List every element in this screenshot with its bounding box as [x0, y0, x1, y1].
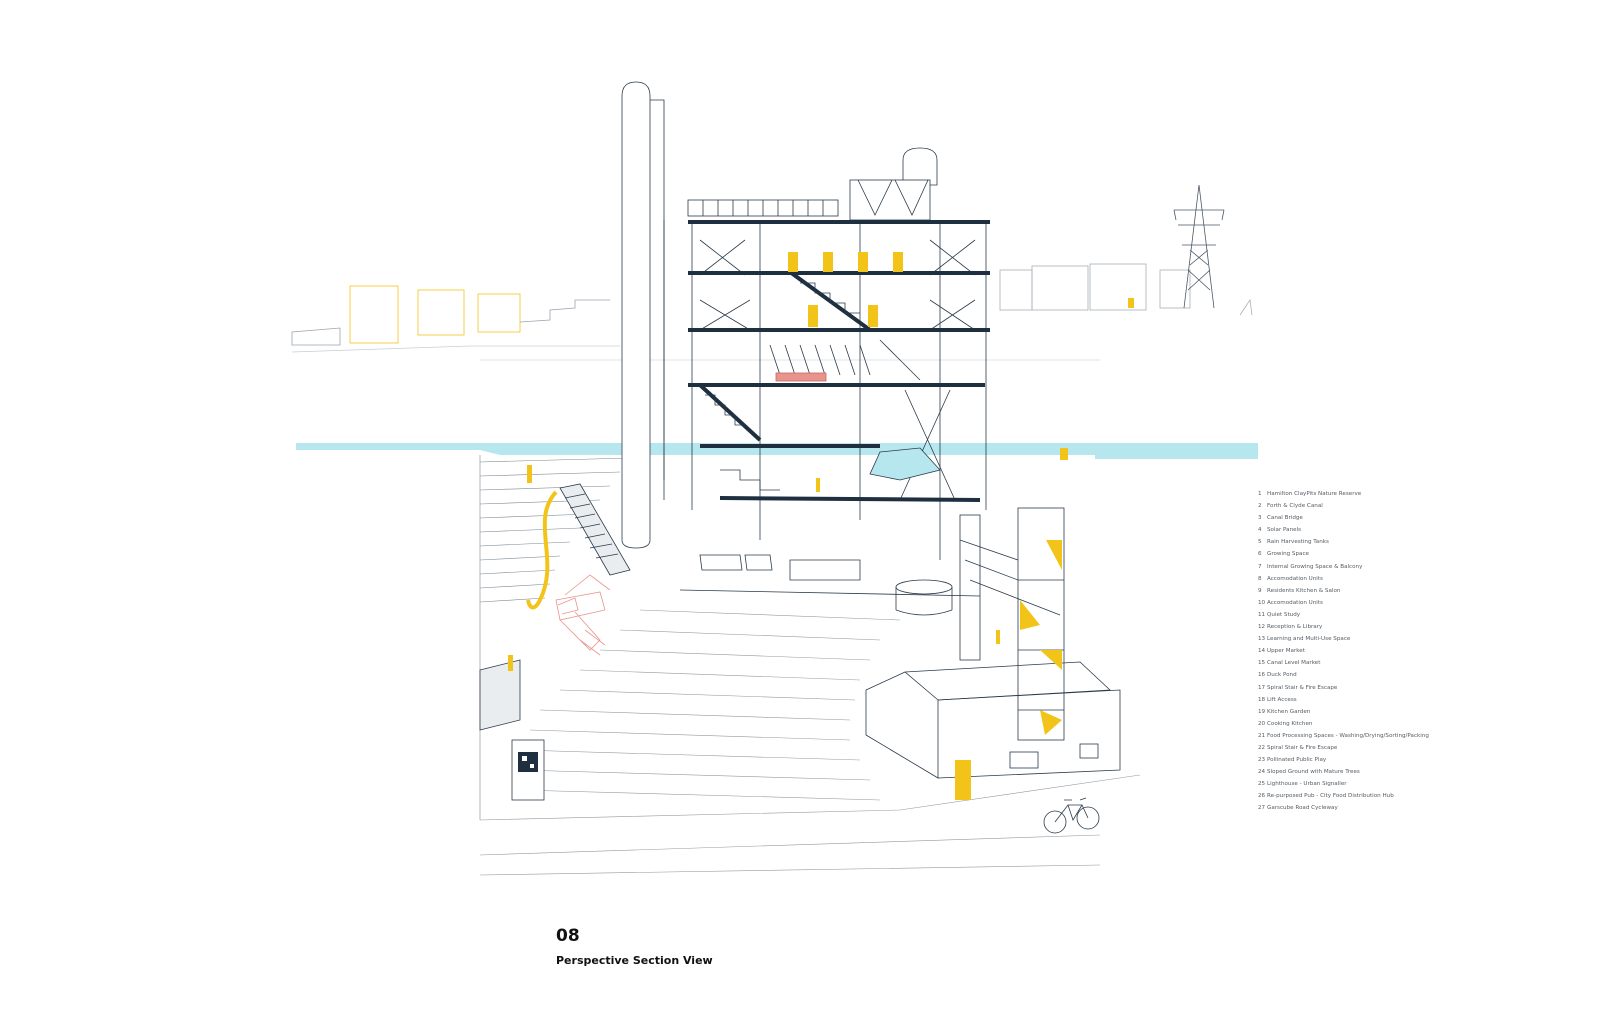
sloped-ground — [479, 609, 1141, 876]
background-city-right — [999, 263, 1253, 316]
chimney — [621, 81, 665, 549]
info-sign — [511, 739, 545, 801]
figure-number: 08 — [556, 926, 580, 946]
growing-space — [769, 344, 871, 382]
electricity-pylon — [1173, 184, 1225, 309]
interior-stairs — [705, 282, 921, 491]
background-city-left — [291, 285, 620, 353]
repurposed-pub — [865, 661, 1121, 779]
market-level — [679, 554, 981, 597]
play-slide — [526, 490, 558, 610]
figure-title: Perspective Section View — [556, 954, 713, 967]
canal — [296, 443, 1258, 459]
duck-pond — [869, 447, 941, 481]
rooftop — [687, 147, 938, 221]
amphitheatre-steps — [479, 483, 631, 731]
bicycle — [1043, 797, 1100, 834]
terraced-bank-left — [479, 455, 631, 820]
rain-tank — [895, 579, 953, 616]
pollinated-public-play — [555, 574, 611, 656]
floor-slabs — [688, 220, 990, 502]
yellow-accents — [508, 252, 1134, 800]
